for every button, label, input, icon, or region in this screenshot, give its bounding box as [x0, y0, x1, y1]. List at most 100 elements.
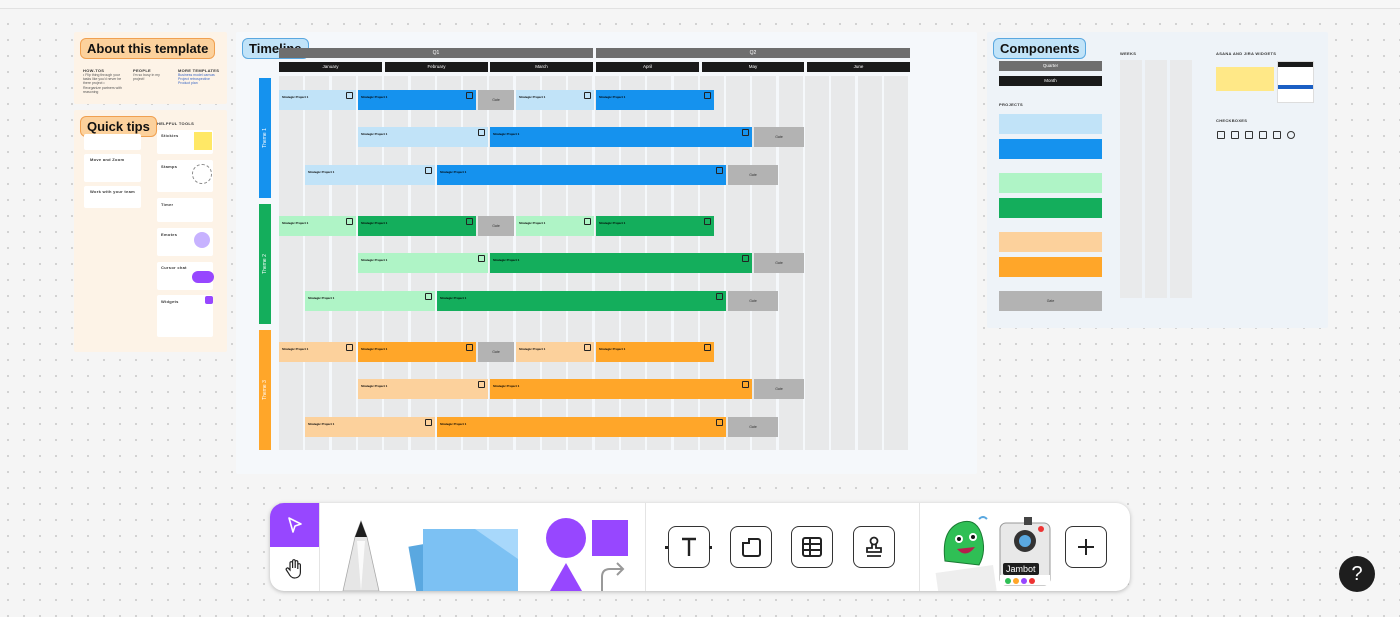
gate-marker[interactable]: Gate [728, 417, 778, 437]
task-bar[interactable]: Strategic Project 1 [358, 90, 476, 110]
tip-work-team: Work with your team [90, 189, 135, 194]
sticky-note-tool[interactable] [405, 519, 525, 591]
task-checkbox-icon[interactable] [704, 218, 711, 225]
component-project-green-light[interactable] [999, 173, 1102, 193]
task-checkbox-icon[interactable] [425, 293, 432, 300]
task-checkbox-icon[interactable] [478, 129, 485, 136]
gate-marker[interactable]: Gate [478, 90, 514, 110]
task-bar[interactable]: Strategic Project 1 [358, 127, 488, 147]
task-checkbox-icon[interactable] [346, 218, 353, 225]
task-checkbox-icon[interactable] [466, 92, 473, 99]
move-tool[interactable] [270, 503, 319, 547]
gate-marker[interactable]: Gate [754, 253, 804, 273]
task-checkbox-icon[interactable] [466, 344, 473, 351]
shape-tool[interactable] [542, 517, 632, 591]
checkbox-icon[interactable] [1273, 131, 1281, 139]
task-checkbox-icon[interactable] [584, 218, 591, 225]
task-bar[interactable]: Strategic Project 1 [596, 342, 714, 362]
gate-marker[interactable]: Gate [754, 379, 804, 399]
jambot-tool[interactable] [994, 515, 1056, 591]
toolbar-separator [919, 503, 920, 591]
task-bar[interactable]: Strategic Project 1 [279, 342, 356, 362]
tip-card-2 [84, 154, 141, 182]
task-bar[interactable]: Strategic Project 1 [358, 379, 488, 399]
task-bar[interactable]: Strategic Project 1 [516, 342, 594, 362]
gate-marker[interactable]: Gate [728, 165, 778, 185]
task-checkbox-icon[interactable] [584, 92, 591, 99]
hand-tool[interactable] [270, 547, 319, 591]
task-bar[interactable]: Strategic Project 1 [437, 165, 726, 185]
component-project-orange-light[interactable] [999, 232, 1102, 252]
task-checkbox-icon[interactable] [425, 419, 432, 426]
component-project-green[interactable] [999, 198, 1102, 218]
task-checkbox-icon[interactable] [742, 381, 749, 388]
task-bar[interactable]: Strategic Project 1 [490, 253, 752, 273]
task-checkbox-icon[interactable] [742, 255, 749, 262]
stamp-tool[interactable] [853, 526, 895, 568]
quick-tips-title[interactable]: Quick tips [80, 116, 157, 137]
more-tools-button[interactable] [1065, 526, 1107, 568]
task-bar[interactable]: Strategic Project 1 [596, 90, 714, 110]
task-bar[interactable]: Strategic Project 1 [279, 216, 356, 236]
widgets-tool[interactable] [935, 511, 1000, 591]
task-checkbox-icon[interactable] [478, 255, 485, 262]
gate-marker[interactable]: Gate [478, 216, 514, 236]
gate-marker[interactable]: Gate [754, 127, 804, 147]
section-tool[interactable] [730, 526, 772, 568]
component-project-blue[interactable] [999, 139, 1102, 159]
task-bar[interactable]: Strategic Project 1 [437, 417, 726, 437]
task-bar[interactable]: Strategic Project 1 [358, 216, 476, 236]
stamp-wheel-icon [192, 164, 212, 184]
text-tool[interactable] [668, 526, 710, 568]
task-checkbox-icon[interactable] [704, 92, 711, 99]
task-checkbox-icon[interactable] [478, 381, 485, 388]
checkbox-icon[interactable] [1245, 131, 1253, 139]
components-title[interactable]: Components [993, 38, 1087, 59]
checkbox-icon[interactable] [1217, 131, 1225, 139]
task-bar[interactable]: Strategic Project 1 [305, 417, 435, 437]
task-bar[interactable]: Strategic Project 1 [358, 253, 488, 273]
jira-widget[interactable] [1277, 61, 1314, 103]
task-bar[interactable]: Strategic Project 1 [279, 90, 356, 110]
component-quarter[interactable]: Quarter [999, 61, 1102, 71]
gate-marker[interactable]: Gate [478, 342, 514, 362]
component-project-orange[interactable] [999, 257, 1102, 277]
task-bar[interactable]: Strategic Project 1 [490, 127, 752, 147]
jambot-camera-icon [999, 517, 1051, 586]
gate-marker[interactable]: Gate [728, 291, 778, 311]
checkbox-icon[interactable] [1259, 131, 1267, 139]
cursor-arrow-icon [287, 517, 302, 533]
task-bar[interactable]: Strategic Project 1 [437, 291, 726, 311]
asana-widget-sticky[interactable] [1216, 67, 1274, 91]
task-bar[interactable]: Strategic Project 1 [516, 90, 594, 110]
task-bar[interactable]: Strategic Project 1 [516, 216, 594, 236]
about-title[interactable]: About this template [80, 38, 216, 59]
table-tool[interactable] [791, 526, 833, 568]
toolbar-separator [645, 503, 646, 591]
task-bar[interactable]: Strategic Project 1 [305, 291, 435, 311]
checkbox-icon[interactable] [1231, 131, 1239, 139]
task-checkbox-icon[interactable] [346, 92, 353, 99]
task-checkbox-icon[interactable] [716, 167, 723, 174]
checkboxes-head: CHECKBOXES [1216, 118, 1248, 123]
task-bar[interactable]: Strategic Project 1 [596, 216, 714, 236]
task-checkbox-icon[interactable] [704, 344, 711, 351]
task-checkbox-icon[interactable] [716, 293, 723, 300]
component-month[interactable]: Month [999, 76, 1102, 86]
task-checkbox-icon[interactable] [425, 167, 432, 174]
task-bar[interactable]: Strategic Project 1 [490, 379, 752, 399]
task-checkbox-icon[interactable] [346, 344, 353, 351]
pen-tool[interactable] [335, 517, 387, 591]
task-checkbox-icon[interactable] [742, 129, 749, 136]
task-bar[interactable]: Strategic Project 1 [358, 342, 476, 362]
component-project-blue-light[interactable] [999, 114, 1102, 134]
task-checkbox-icon[interactable] [584, 344, 591, 351]
task-bar[interactable]: Strategic Project 1 [305, 165, 435, 185]
task-checkbox-icon[interactable] [716, 419, 723, 426]
component-gate[interactable]: Gate [999, 291, 1102, 311]
tip-move-zoom: Move and Zoom [90, 157, 125, 162]
task-checkbox-icon[interactable] [466, 218, 473, 225]
help-button[interactable]: ? [1339, 556, 1375, 592]
weeks-head: WEEKS [1120, 51, 1137, 56]
checkbox-icon[interactable] [1287, 131, 1295, 139]
